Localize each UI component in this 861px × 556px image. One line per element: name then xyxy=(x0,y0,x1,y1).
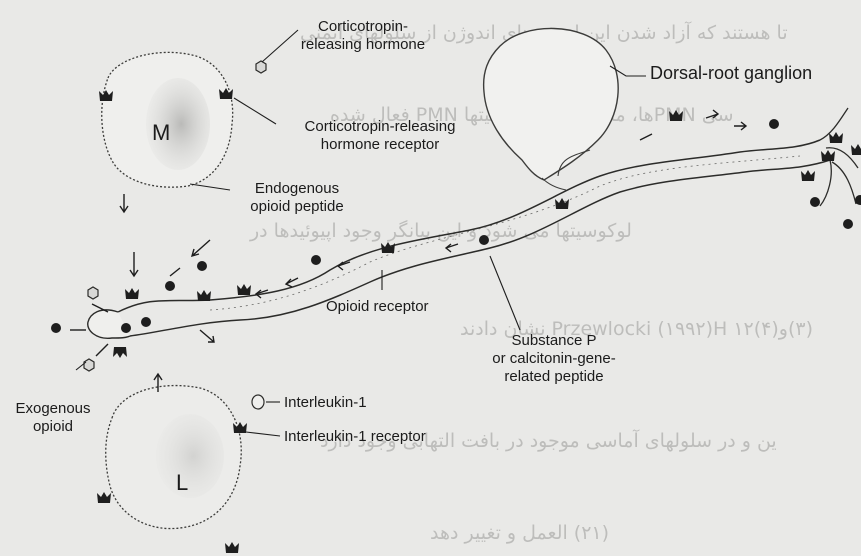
label-crh-line-1: Corticotropin- xyxy=(278,18,448,36)
label-substance-p: Substance P or calcitonin-gene- related … xyxy=(474,332,634,386)
lymphocyte-letter: L xyxy=(176,470,188,496)
label-endogenous-opioid: Endogenous opioid peptide xyxy=(232,180,362,216)
label-substance-p-line-3: related peptide xyxy=(474,368,634,386)
label-crh-receptor-line-1: Corticotropin-releasing xyxy=(276,118,484,136)
lymphocyte-nucleus xyxy=(156,414,224,498)
interleukin-molecule xyxy=(252,395,264,409)
label-interleukin: Interleukin-1 xyxy=(284,394,367,412)
dorsal-root-ganglion-body xyxy=(484,28,619,180)
label-crh: Corticotropin- releasing hormone xyxy=(278,18,448,54)
label-exogenous-opioid: Exogenous opioid xyxy=(8,400,98,436)
label-crh-receptor-line-2: hormone receptor xyxy=(276,136,484,154)
label-interleukin-receptor-line-1: Interleukin-1 receptor xyxy=(284,428,426,446)
lymphocyte-cell xyxy=(106,386,242,529)
label-exogenous-line-1: Exogenous xyxy=(8,400,98,418)
label-interleukin-line-1: Interleukin-1 xyxy=(284,394,367,412)
label-exogenous-line-2: opioid xyxy=(8,418,98,436)
label-endogenous-line-2: opioid peptide xyxy=(232,198,362,216)
label-opioid-receptor-line-1: Opioid receptor xyxy=(326,298,429,316)
label-opioid-receptor: Opioid receptor xyxy=(326,298,429,316)
label-crh-receptor: Corticotropin-releasing hormone receptor xyxy=(276,118,484,154)
label-substance-p-line-2: or calcitonin-gene- xyxy=(474,350,634,368)
label-endogenous-line-1: Endogenous xyxy=(232,180,362,198)
label-crh-line-2: releasing hormone xyxy=(278,36,448,54)
macrophage-letter: M xyxy=(152,120,170,146)
label-substance-p-line-1: Substance P xyxy=(474,332,634,350)
label-dorsal-root-ganglion: Dorsal-root ganglion xyxy=(650,64,812,82)
label-interleukin-receptor: Interleukin-1 receptor xyxy=(284,428,426,446)
label-drg-line-1: Dorsal-root ganglion xyxy=(650,64,812,82)
